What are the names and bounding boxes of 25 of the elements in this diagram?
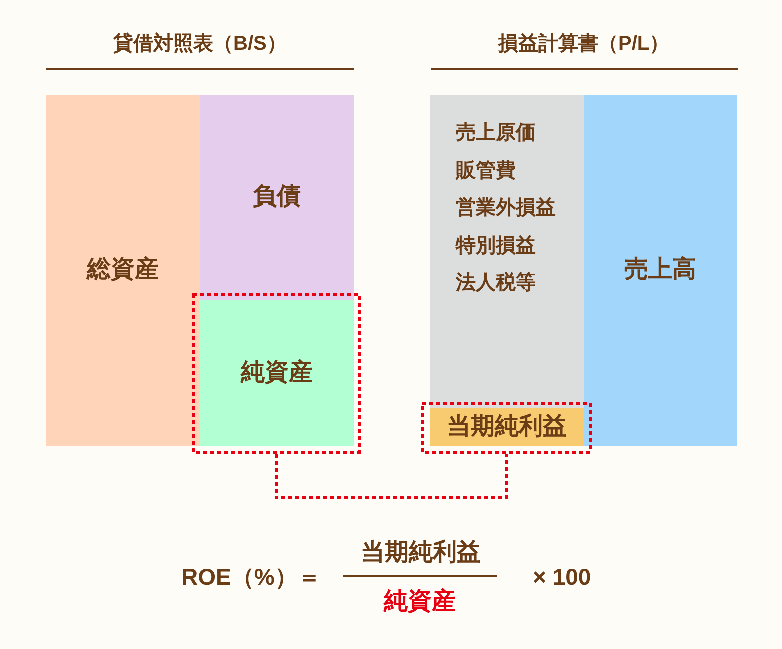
connector-line — [275, 454, 508, 500]
item-label: 法人税等 — [456, 271, 536, 295]
block-label: 純資産 — [241, 358, 313, 388]
section-heading: 貸借対照表（B/S） — [114, 32, 287, 56]
item-label: 販管費 — [456, 158, 516, 182]
numerator-text: 当期純利益 — [361, 538, 481, 568]
liabilities-block — [200, 95, 354, 300]
denominator-text: 純資産 — [384, 588, 456, 616]
net-income-block — [430, 408, 584, 446]
total-assets-block — [46, 95, 200, 446]
item-label: 営業外損益 — [456, 196, 556, 220]
block-label: 負債 — [253, 183, 301, 212]
highlight-frame — [421, 402, 592, 454]
multiplier-text: × 100 — [533, 564, 592, 592]
block-label: 売上高 — [624, 256, 696, 285]
expenses-block — [430, 95, 584, 408]
item-label: 売上原価 — [456, 121, 536, 145]
sales-block — [584, 95, 737, 446]
block-label: 当期純利益 — [447, 412, 567, 442]
section-heading: 損益計算書（P/L） — [498, 32, 670, 56]
item-label: 特別損益 — [456, 234, 536, 258]
highlight-frame — [192, 293, 361, 454]
formula-text: ROE（%）＝ — [182, 564, 321, 592]
net-assets-block — [200, 300, 354, 446]
block-label: 総資産 — [87, 256, 159, 285]
